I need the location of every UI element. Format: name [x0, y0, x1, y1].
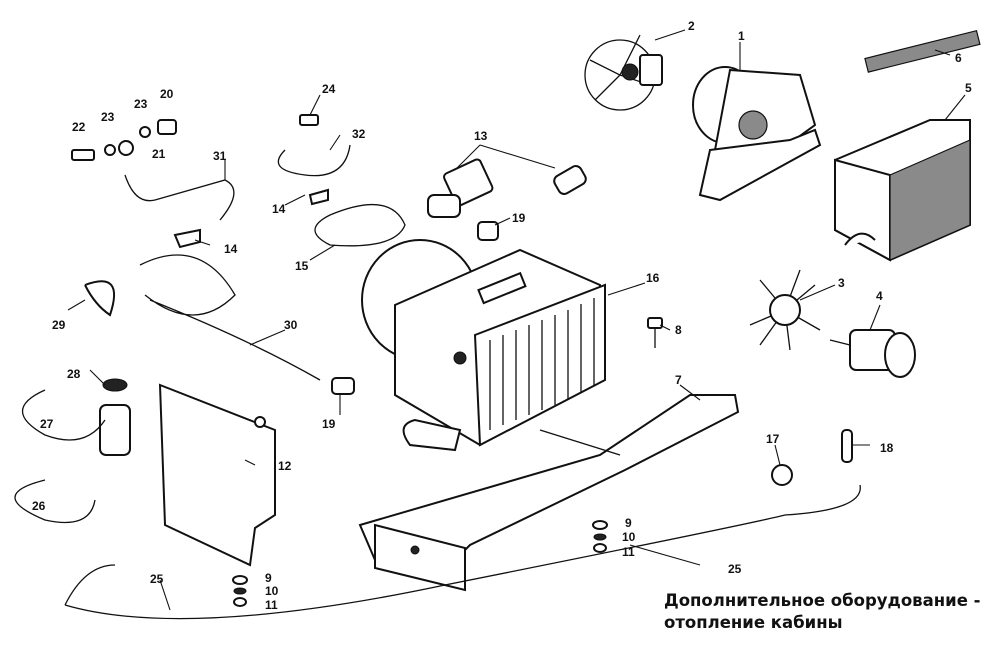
union-fittings: [71, 114, 329, 249]
bolt: [647, 317, 663, 348]
radiator-core: [834, 119, 971, 262]
clamp-lower: [331, 377, 355, 395]
grommet: [771, 464, 793, 486]
callout-16: 16: [646, 271, 660, 285]
mounting-bracket-frame: [358, 394, 740, 592]
callout-15: 15: [295, 259, 309, 273]
seal-strip: [864, 29, 981, 73]
callout-28: 28: [67, 367, 81, 381]
callout-8: 8: [675, 323, 682, 337]
callout-26: 26: [32, 499, 46, 513]
callout-labels: 1 2 3 4 5 6 7 8 9 10 11 12 13 14 14 15 1…: [32, 19, 972, 612]
hose-fittings: [427, 158, 587, 218]
callout-7: 7: [675, 373, 682, 387]
caption-line-1: Дополнительное оборудование -: [664, 591, 981, 610]
callout-20: 20: [160, 87, 174, 101]
hose-loop: [314, 203, 406, 247]
hose-long: [139, 254, 321, 381]
hose-curved: [277, 144, 351, 177]
callout-32: 32: [352, 127, 366, 141]
callout-27: 27: [40, 417, 54, 431]
callout-23-right: 23: [134, 97, 148, 111]
callout-1: 1: [738, 29, 745, 43]
callout-9-center: 9: [625, 516, 632, 530]
callout-22: 22: [72, 120, 86, 134]
clamp-upper: [477, 221, 499, 241]
callout-11-center: 11: [622, 545, 635, 559]
fan-blade: [749, 269, 821, 351]
callout-10-left: 10: [265, 584, 279, 598]
callout-13: 13: [474, 129, 488, 143]
callout-6: 6: [955, 51, 962, 65]
callout-25-right: 25: [728, 562, 742, 576]
callout-5: 5: [965, 81, 972, 95]
heater-switch: [99, 378, 131, 456]
fuse-holder: [841, 429, 853, 463]
washer-set-left: [232, 575, 248, 607]
washer-set-center: [592, 520, 608, 553]
leader-lines: [67, 29, 966, 611]
diagram-caption: Дополнительное оборудование - отопление …: [664, 590, 984, 634]
callout-14-left: 14: [224, 242, 238, 256]
fan-housing: [692, 66, 822, 202]
callout-9-left: 9: [265, 571, 272, 585]
callout-30: 30: [284, 318, 298, 332]
wire-loop-upper: [21, 389, 106, 441]
heater-unit: [361, 239, 606, 452]
wire-harness: [64, 484, 861, 620]
callout-31: 31: [213, 149, 227, 163]
callout-3: 3: [838, 276, 845, 290]
callout-18: 18: [880, 441, 894, 455]
hose-short: [124, 174, 235, 221]
callout-24: 24: [322, 82, 336, 96]
callout-25-left: 25: [150, 572, 164, 586]
callout-10-center: 10: [622, 530, 636, 544]
caption-line-2: отопление кабины: [664, 613, 843, 632]
callout-4: 4: [876, 289, 883, 303]
electric-motor: [829, 329, 916, 378]
wire-loop-lower: [14, 479, 96, 524]
callout-12: 12: [278, 459, 292, 473]
hose-clamp: [84, 280, 115, 317]
callout-11-left: 11: [265, 598, 278, 612]
callout-2: 2: [688, 19, 695, 33]
callout-21: 21: [152, 147, 166, 161]
callout-19-lower: 19: [322, 417, 336, 431]
callout-14-right: 14: [272, 202, 286, 216]
callout-23-left: 23: [101, 110, 115, 124]
callout-19-upper: 19: [512, 211, 526, 225]
callout-29: 29: [52, 318, 66, 332]
mounting-plate: [158, 383, 276, 567]
callout-17: 17: [766, 432, 780, 446]
fan-motor-assembly: [584, 34, 663, 111]
